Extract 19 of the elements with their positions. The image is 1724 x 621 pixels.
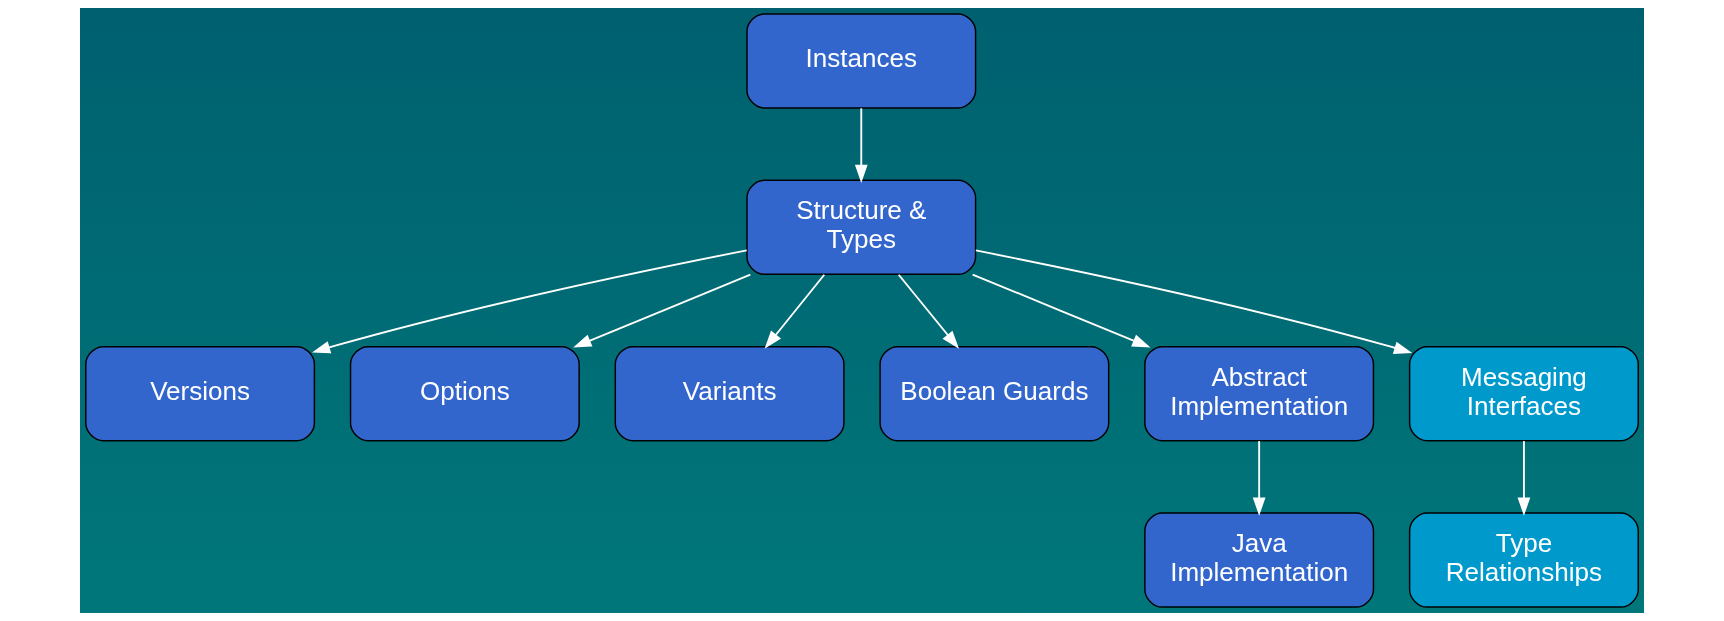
node-box: Type Relationships	[1408, 512, 1639, 608]
node-box: Instances	[746, 13, 977, 109]
arrow	[1252, 440, 1266, 516]
arrow	[854, 107, 868, 184]
node-box: Boolean Guards	[879, 345, 1110, 442]
node-box: Messaging Interfaces	[1408, 345, 1639, 442]
arrow	[974, 249, 1413, 354]
node-box: Variants	[614, 345, 845, 442]
node-box: Java Implementation	[1144, 512, 1375, 608]
arrow	[1517, 440, 1531, 516]
node-box: Structure & Types	[746, 179, 977, 276]
node-box: Abstract Implementation	[1144, 345, 1375, 442]
node-box: Options	[349, 345, 580, 442]
node-box: Versions	[85, 345, 316, 442]
arrow	[312, 249, 748, 354]
arrow	[971, 273, 1151, 348]
arrow	[897, 273, 960, 349]
arrow	[764, 273, 826, 349]
arrow	[573, 273, 752, 348]
